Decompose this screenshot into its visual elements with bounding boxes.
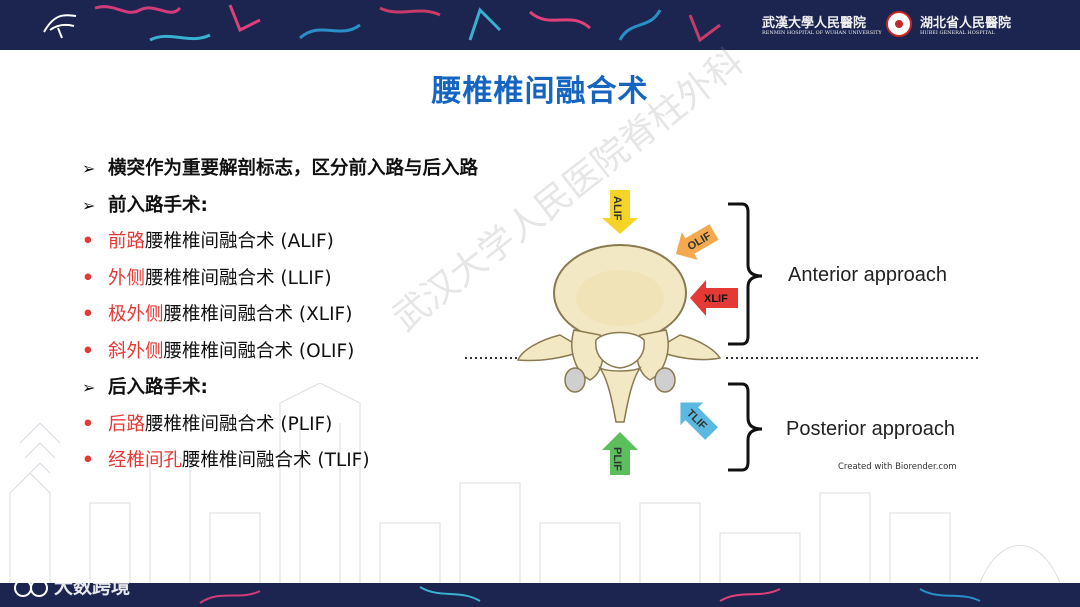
footer-brand-text: 大数跨境 [54, 572, 130, 599]
alif-arrow-icon: ALIF [602, 190, 638, 234]
xlif-label: XLIF [704, 293, 728, 305]
footer-bar [0, 583, 1080, 607]
anterior-bracket [728, 204, 762, 344]
posterior-approach-label: Posterior approach [786, 418, 955, 441]
olif-arrow-icon: OLIF [668, 218, 722, 268]
tlif-arrow-icon: TLIF [669, 391, 723, 445]
anterior-approach-label: Anterior approach [788, 264, 947, 287]
posterior-bracket [728, 384, 762, 470]
plif-label: PLIF [611, 447, 623, 471]
alif-label: ALIF [611, 196, 623, 221]
biorender-credit: Created with Biorender.com [838, 462, 957, 472]
plif-arrow-icon: PLIF [602, 432, 638, 475]
footer-logo-icon [14, 577, 48, 599]
footer-decoration [0, 583, 1080, 607]
xlif-arrow-icon: XLIF [690, 280, 738, 316]
vertebra-illustration [518, 245, 720, 422]
